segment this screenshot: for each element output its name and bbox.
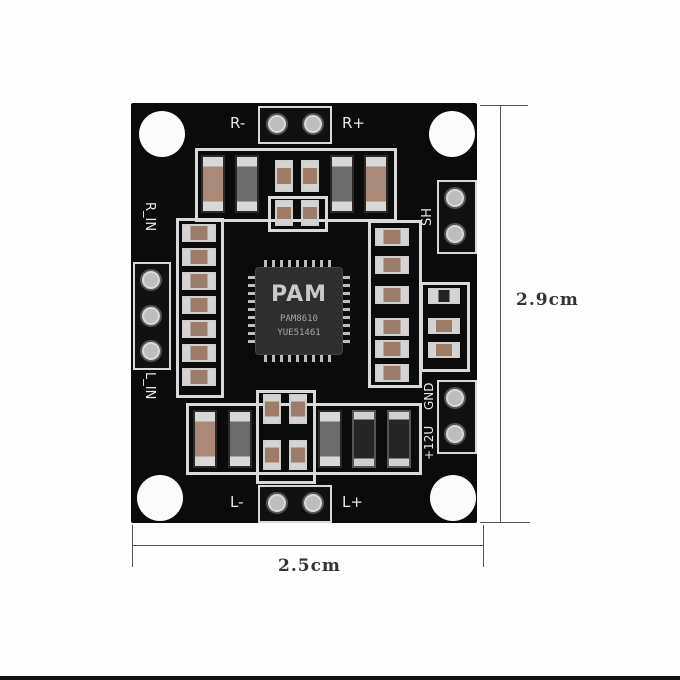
label-r-in: R_IN [142, 202, 157, 232]
label-l-minus: L- [230, 493, 244, 511]
resistor-left-7 [182, 368, 216, 386]
pin-input-gnd [140, 305, 162, 327]
resistor-right-6 [375, 364, 409, 382]
resistor-bottom-3 [263, 440, 281, 470]
mounting-hole-top-right [429, 111, 475, 157]
label-12v: +12U [422, 425, 436, 460]
resistor-right-3 [375, 286, 409, 304]
resistor-top-1 [275, 160, 293, 192]
pin-r-in [140, 269, 162, 291]
resistor-right-4 [375, 318, 409, 336]
pin-sh-1 [444, 187, 466, 209]
chip-logo: PAM [270, 282, 328, 307]
resistor-left-4 [182, 296, 216, 314]
width-dimension-label: 2.5cm [278, 556, 341, 576]
width-dimension-right-tick [483, 525, 484, 567]
width-dimension-line [132, 545, 484, 546]
capacitor-bottom-2 [228, 410, 252, 468]
label-r-plus: R+ [342, 114, 365, 132]
resistor-left-6 [182, 344, 216, 362]
label-gnd: GND [422, 382, 436, 410]
resistor-top-3 [275, 200, 293, 226]
resistor-right-1 [375, 228, 409, 246]
pin-l-plus [302, 492, 324, 514]
chip-part-number: PAM8610 [280, 314, 318, 324]
label-sh: SH [420, 207, 435, 226]
height-dimension-line [500, 105, 501, 523]
mounting-hole-top-left [139, 111, 185, 157]
pin-12v [444, 423, 466, 445]
height-dimension-label: 2.9cm [516, 290, 579, 310]
right-resistor-column-2 [420, 282, 470, 372]
top-component-frame [195, 148, 397, 222]
pin-r-plus [302, 113, 324, 135]
resistor-top-2 [301, 160, 319, 192]
capacitor-top-1 [201, 155, 225, 213]
label-l-plus: L+ [342, 493, 363, 511]
pin-gnd [444, 387, 466, 409]
mounting-hole-bottom-left [137, 475, 183, 521]
inductor-bottom-2 [387, 410, 411, 468]
height-dimension-bottom-tick [480, 522, 530, 523]
width-dimension-left-tick [132, 525, 133, 567]
resistor-left-5 [182, 320, 216, 338]
inductor-bottom-1 [352, 410, 376, 468]
resistor-left-3 [182, 272, 216, 290]
pin-l-in [140, 340, 162, 362]
resistor-right-7 [428, 288, 460, 304]
pam8610-chip: PAM PAM8610 YUE51461 [256, 268, 342, 354]
bottom-resistor-frame [256, 390, 316, 484]
resistor-right-2 [375, 256, 409, 274]
resistor-bottom-2 [289, 394, 307, 424]
top-resistor-frame [268, 196, 328, 232]
label-r-minus: R- [230, 114, 246, 132]
resistor-top-4 [301, 200, 319, 226]
left-resistor-column [176, 218, 224, 398]
pin-r-minus [266, 113, 288, 135]
mounting-hole-bottom-right [430, 475, 476, 521]
label-l-in: L_IN [142, 372, 157, 400]
capacitor-bottom-1 [193, 410, 217, 468]
capacitor-bottom-3 [318, 410, 342, 468]
chip-lot-code: YUE51461 [277, 328, 321, 338]
pin-sh-2 [444, 223, 466, 245]
resistor-left-2 [182, 248, 216, 266]
resistor-right-5 [375, 340, 409, 358]
capacitor-top-2 [235, 155, 259, 213]
bottom-edge-bar [0, 676, 680, 680]
resistor-bottom-1 [263, 394, 281, 424]
resistor-right-8 [428, 318, 460, 334]
height-dimension-top-tick [480, 105, 528, 106]
resistor-right-9 [428, 342, 460, 358]
resistor-left-1 [182, 224, 216, 242]
resistor-bottom-4 [289, 440, 307, 470]
pin-l-minus [266, 492, 288, 514]
capacitor-top-4 [364, 155, 388, 213]
capacitor-top-3 [330, 155, 354, 213]
